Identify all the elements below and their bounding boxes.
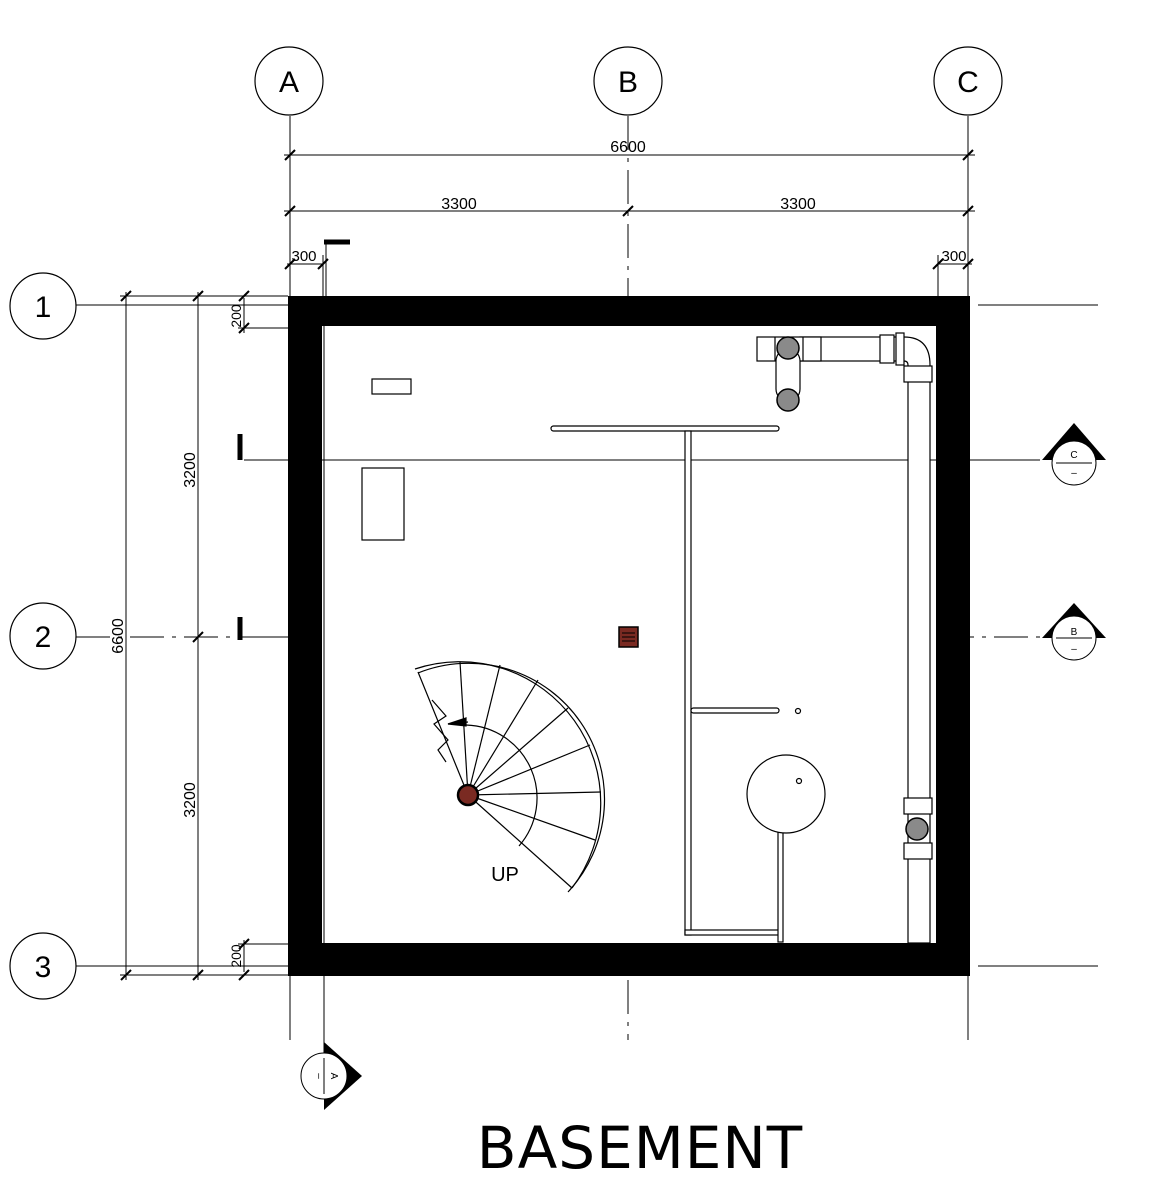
- dim-bay-width-1: 3300: [441, 196, 477, 213]
- pipe-valve-nodes: [776, 336, 929, 841]
- grid-label-c: C: [957, 66, 979, 99]
- dim-overall-width: 6600: [610, 139, 646, 156]
- dim-offset-bottom: 200: [228, 944, 244, 968]
- valve-node-top: [776, 336, 800, 360]
- grid-label-1: 1: [35, 291, 52, 324]
- grid-label-3: 3: [35, 951, 52, 984]
- pipe-network: [550, 332, 933, 944]
- grid-bubble-1: 1: [9, 272, 77, 340]
- grid-label-a: A: [279, 66, 299, 99]
- valve-node-right: [905, 817, 929, 841]
- stair-up-label: UP: [491, 864, 519, 886]
- structural-column: [618, 626, 639, 648]
- valve-node-lower: [776, 388, 800, 412]
- spiral-stair: [414, 661, 606, 893]
- dim-bay-height-1: 3200: [182, 452, 199, 488]
- section-c-letter: C: [1070, 450, 1077, 461]
- dim-bay-height-2: 3200: [182, 782, 199, 818]
- dimension-lines-horizontal: [284, 149, 975, 296]
- section-cut-lines: [237, 239, 1040, 1060]
- wall-fixture-cabinet: [361, 467, 405, 541]
- wall-fixture-small: [371, 378, 412, 395]
- grid-label-b: B: [618, 66, 638, 99]
- section-marker-b: B –: [1042, 603, 1106, 661]
- grid-bubble-a: A: [254, 46, 324, 116]
- dim-wall-right: 300: [941, 248, 966, 265]
- dim-overall-height: 6600: [110, 618, 127, 654]
- grid-label-2: 2: [35, 621, 52, 654]
- drawing-title: BASEMENT: [477, 1114, 803, 1182]
- dim-offset-top: 200: [228, 304, 244, 328]
- section-a-sheet: –: [313, 1073, 324, 1079]
- grid-bubble-b: B: [593, 46, 663, 116]
- grid-bubble-c: C: [933, 46, 1003, 116]
- dim-bay-width-2: 3300: [780, 196, 816, 213]
- dim-wall-left: 300: [291, 248, 316, 265]
- floor-drain: [746, 754, 826, 834]
- section-marker-c: C –: [1042, 423, 1106, 486]
- section-marker-a: A –: [300, 1042, 362, 1110]
- section-c-sheet: –: [1071, 468, 1077, 479]
- section-a-letter: A: [328, 1073, 339, 1080]
- dimension-lines-vertical: [120, 290, 288, 981]
- stair-center-post: [456, 783, 480, 807]
- grid-bubble-2: 2: [9, 602, 77, 670]
- section-b-sheet: –: [1071, 644, 1077, 655]
- section-b-letter: B: [1071, 627, 1078, 638]
- grid-bubble-3: 3: [9, 932, 77, 1000]
